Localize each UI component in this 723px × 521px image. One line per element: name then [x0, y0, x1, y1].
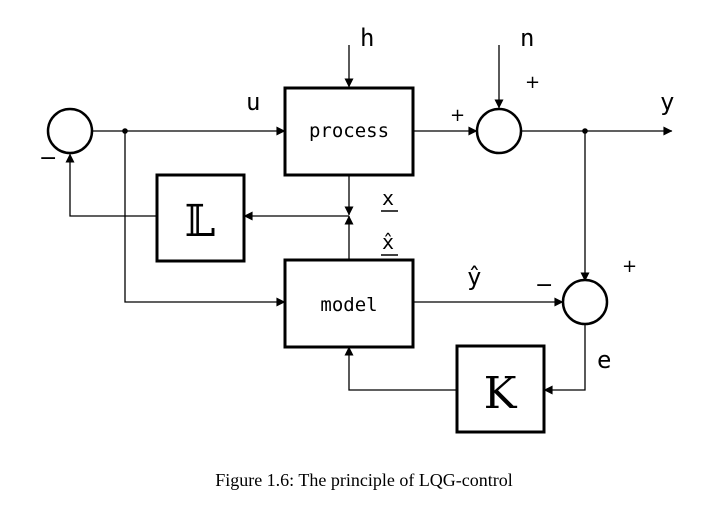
sign-plus-output: +: [622, 256, 637, 277]
model-label: model: [320, 294, 377, 316]
signal-y-label: y: [660, 88, 674, 116]
signal-u-label: u: [246, 88, 260, 116]
K-label: K: [484, 368, 518, 419]
sign-plus-noise: +: [525, 72, 540, 93]
L-label: 𝕃: [185, 196, 216, 247]
output-sum-circle: [475, 107, 523, 155]
K-block: [455, 344, 546, 434]
error-sum-circle: [561, 278, 609, 326]
sign-minus-model: −: [535, 273, 553, 298]
branch-dot-y: [582, 128, 588, 134]
signal-e-label: e: [597, 346, 611, 374]
process-label: process: [309, 120, 389, 142]
signal-xhat-label: x̂: [382, 230, 394, 254]
wire-K-to-model: [344, 346, 457, 391]
wire-L-to-sum: [65, 153, 157, 217]
model-block: [283, 258, 415, 349]
sign-minus-feedback: −: [39, 146, 57, 171]
wire-error-to-K: [543, 325, 586, 395]
figure-caption: Figure 1.6: The principle of LQG-control: [215, 470, 513, 490]
wire-u-to-model: [124, 131, 286, 307]
sign-plus-process: +: [450, 105, 465, 126]
feedback-sum-circle: [46, 107, 94, 155]
process-block: [283, 86, 415, 177]
signal-n-label: n: [520, 24, 534, 52]
signal-yhat-label: ŷ: [467, 263, 481, 291]
signal-x-label: x: [382, 186, 394, 210]
branch-dot-u: [122, 128, 128, 134]
L-block: [155, 173, 246, 263]
signal-h-label: h: [360, 24, 374, 52]
